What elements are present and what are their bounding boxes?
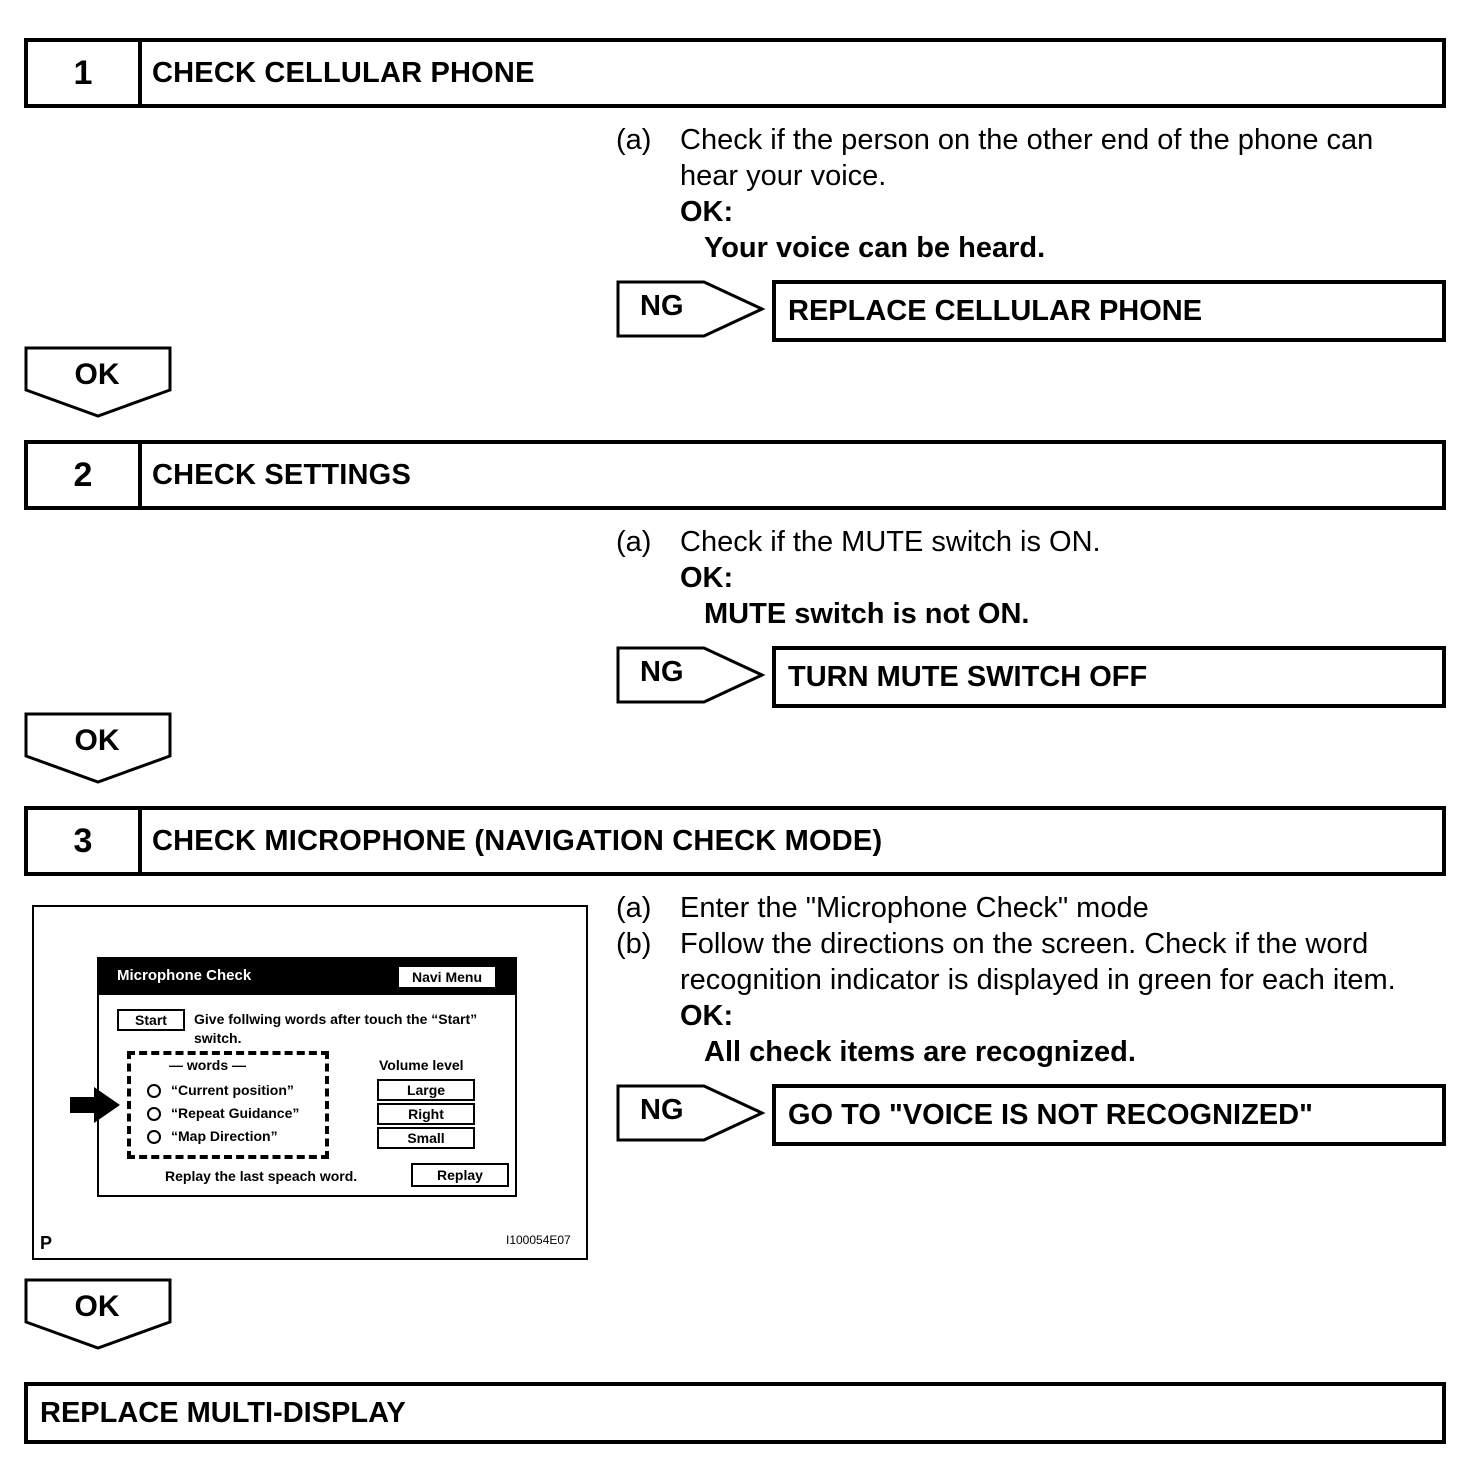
step-title: CHECK MICROPHONE (NAVIGATION CHECK MODE) <box>152 824 883 857</box>
item-text: Follow the directions on the screen. Che… <box>680 928 1369 960</box>
word-item: “Repeat Guidance” <box>171 1105 300 1121</box>
step-2-instructions: (a) Check if the MUTE switch is ON. OK: … <box>616 524 1446 632</box>
word-item: “Map Direction” <box>171 1128 278 1144</box>
instruction-text: switch. <box>194 1030 242 1046</box>
ok-arrow-label: OK <box>74 724 120 757</box>
ok-criteria-label: OK: <box>680 1000 734 1032</box>
item-label: (a) <box>616 526 652 558</box>
replay-button: Replay <box>411 1163 509 1187</box>
item-text: Check if the person on the other end of … <box>680 124 1374 156</box>
step-number: 2 <box>28 444 142 506</box>
word-indicator <box>147 1107 161 1121</box>
item-text: recognition indicator is displayed in gr… <box>680 964 1396 996</box>
step-number: 1 <box>28 42 142 104</box>
final-action-box: REPLACE MULTI-DISPLAY <box>24 1382 1446 1444</box>
ok-criteria-value: MUTE switch is not ON. <box>704 598 1030 630</box>
item-text: Enter the "Microphone Check" mode <box>680 892 1149 924</box>
item-text: hear your voice. <box>680 160 887 192</box>
volume-heading: Volume level <box>379 1057 464 1073</box>
word-indicator <box>147 1130 161 1144</box>
ng-action-box: GO TO "VOICE IS NOT RECOGNIZED" <box>772 1084 1446 1146</box>
instruction-text: Give follwing words after touch the “Sta… <box>194 1011 478 1027</box>
ng-label: NG <box>640 656 684 688</box>
step-title: CHECK SETTINGS <box>152 458 411 491</box>
item-label: (a) <box>616 892 652 924</box>
ng-arrow: NG <box>616 1084 766 1142</box>
step-number: 3 <box>28 810 142 872</box>
ok-arrow-label: OK <box>74 1290 120 1323</box>
word-indicator <box>147 1084 161 1098</box>
words-group <box>127 1051 329 1159</box>
screen-header: Microphone Check Navi Menu <box>99 959 515 995</box>
ng-arrow: NG <box>616 646 766 704</box>
ng-action-box: REPLACE CELLULAR PHONE <box>772 280 1446 342</box>
ng-arrow: NG <box>616 280 766 338</box>
volume-right-button: Right <box>377 1103 475 1125</box>
ok-arrow-label: OK <box>74 358 120 391</box>
ok-criteria-value: Your voice can be heard. <box>704 232 1046 264</box>
step-1-instructions: (a) Check if the person on the other end… <box>616 122 1446 266</box>
replay-text: Replay the last speach word. <box>165 1168 358 1184</box>
microphone-check-illustration: Microphone Check Navi Menu Start Give fo… <box>32 905 588 1260</box>
item-label: (a) <box>616 124 652 156</box>
start-button: Start <box>117 1009 185 1031</box>
word-item: “Current position” <box>171 1082 294 1098</box>
volume-large-button: Large <box>377 1079 475 1101</box>
ng-label: NG <box>640 1094 684 1126</box>
figure-letter: P <box>40 1233 53 1253</box>
step-3-header: 3 CHECK MICROPHONE (NAVIGATION CHECK MOD… <box>24 806 1446 876</box>
ok-arrow: OK <box>24 346 172 418</box>
screen-title: Microphone Check <box>117 967 252 984</box>
screen-mockup: Microphone Check Navi Menu Start Give fo… <box>97 957 517 1197</box>
step-2-header: 2 CHECK SETTINGS <box>24 440 1446 510</box>
item-label: (b) <box>616 928 652 960</box>
ok-arrow: OK <box>24 712 172 784</box>
ng-action-box: TURN MUTE SWITCH OFF <box>772 646 1446 708</box>
ok-criteria-label: OK: <box>680 562 734 594</box>
navi-menu-button: Navi Menu <box>397 965 497 989</box>
ng-label: NG <box>640 290 684 322</box>
ok-criteria-value: All check items are recognized. <box>704 1036 1136 1068</box>
ok-criteria-label: OK: <box>680 196 734 228</box>
step-title: CHECK CELLULAR PHONE <box>152 56 535 89</box>
pointer-arrow-icon <box>70 1087 120 1123</box>
step-1-header: 1 CHECK CELLULAR PHONE <box>24 38 1446 108</box>
volume-small-button: Small <box>377 1127 475 1149</box>
ok-arrow: OK <box>24 1278 172 1350</box>
words-heading: — words — <box>169 1057 247 1073</box>
item-text: Check if the MUTE switch is ON. <box>680 526 1101 558</box>
step-3-instructions: (a) Enter the "Microphone Check" mode (b… <box>616 890 1446 1070</box>
figure-code: I100054E07 <box>506 1233 571 1247</box>
